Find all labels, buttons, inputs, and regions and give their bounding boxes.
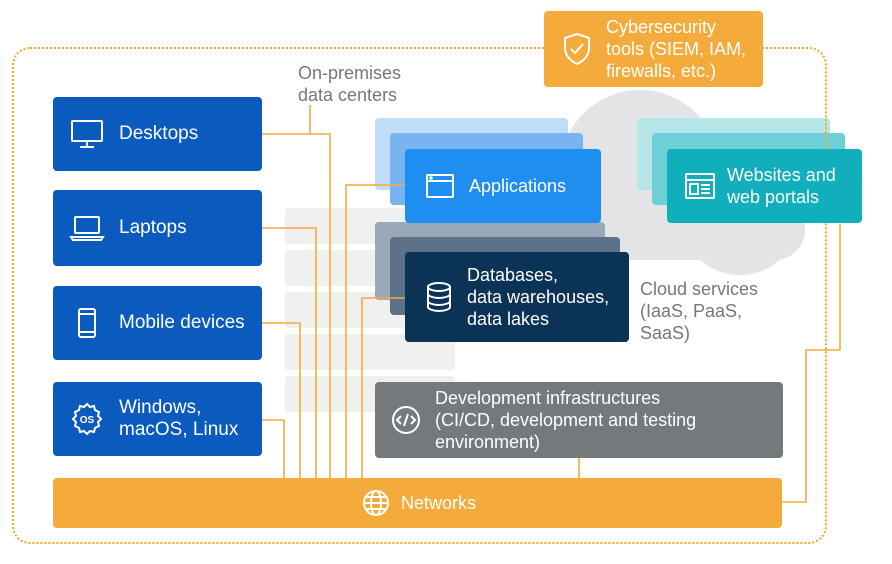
dev-infra-line-3: environment) xyxy=(435,432,541,452)
cloud-services-line-1: Cloud services xyxy=(640,279,759,299)
mobile-icon xyxy=(67,307,107,339)
websites-line-2: web portals xyxy=(727,187,820,207)
desktops-label: Desktops xyxy=(119,123,199,144)
dev-infra-line-1: Development infrastructures xyxy=(435,388,661,408)
applications-label: Applications xyxy=(469,176,567,196)
laptops-box[interactable]: Laptops xyxy=(53,190,262,266)
websites-line-1: Websites and xyxy=(727,165,836,185)
cybersecurity-line-2: tools (SIEM, IAM, xyxy=(606,39,747,59)
databases-line-2: data warehouses, xyxy=(467,287,610,307)
databases-box[interactable]: Databases, data warehouses, data lakes xyxy=(405,252,629,342)
dev-infra-line-2: (CI/CD, development and testing xyxy=(435,410,697,430)
desktops-box[interactable]: Desktops xyxy=(53,97,262,171)
os-gear-icon: OS xyxy=(67,402,107,436)
enterprise-boundary xyxy=(12,47,827,544)
cybersecurity-box[interactable]: Cybersecurity tools (SIEM, IAM, firewall… xyxy=(544,11,763,87)
on-premises-line-2: data centers xyxy=(298,85,398,105)
desktop-icon xyxy=(67,118,107,150)
networks-label: Networks xyxy=(400,493,476,513)
os-label-line-1: Windows, xyxy=(119,397,202,418)
database-icon xyxy=(423,281,455,313)
cloud-services-line-2: (IaaS, PaaS, xyxy=(640,301,743,321)
app-window-icon xyxy=(423,172,457,200)
code-icon xyxy=(389,404,423,436)
cybersecurity-line-1: Cybersecurity xyxy=(606,17,717,37)
applications-box[interactable]: Applications xyxy=(405,149,601,223)
websites-box[interactable]: Websites and web portals xyxy=(667,149,862,223)
os-label-line-2: macOS, Linux xyxy=(119,419,239,440)
laptop-icon xyxy=(67,212,107,244)
databases-line-1: Databases, xyxy=(467,265,559,285)
web-page-icon xyxy=(683,171,717,201)
cloud-services-line-3: SaaS) xyxy=(640,323,691,343)
dev-infrastructure-box[interactable]: Development infrastructures (CI/CD, deve… xyxy=(375,382,783,458)
svg-text:OS: OS xyxy=(80,415,95,426)
mobile-devices-label: Mobile devices xyxy=(119,312,245,333)
laptops-label: Laptops xyxy=(119,217,187,238)
cybersecurity-line-3: firewalls, etc.) xyxy=(606,61,717,81)
mobile-devices-box[interactable]: Mobile devices xyxy=(53,286,262,360)
databases-line-3: data lakes xyxy=(467,309,550,329)
operating-systems-box[interactable]: OS Windows, macOS, Linux xyxy=(53,382,262,456)
shield-check-icon xyxy=(560,32,594,66)
cloud-services-label: Cloud services (IaaS, PaaS, SaaS) xyxy=(640,278,758,344)
on-premises-line-1: On-premises xyxy=(298,63,402,83)
networks-bar[interactable]: Networks xyxy=(53,478,782,528)
globe-icon xyxy=(359,488,393,518)
on-premises-label: On-premises data centers xyxy=(298,62,401,106)
